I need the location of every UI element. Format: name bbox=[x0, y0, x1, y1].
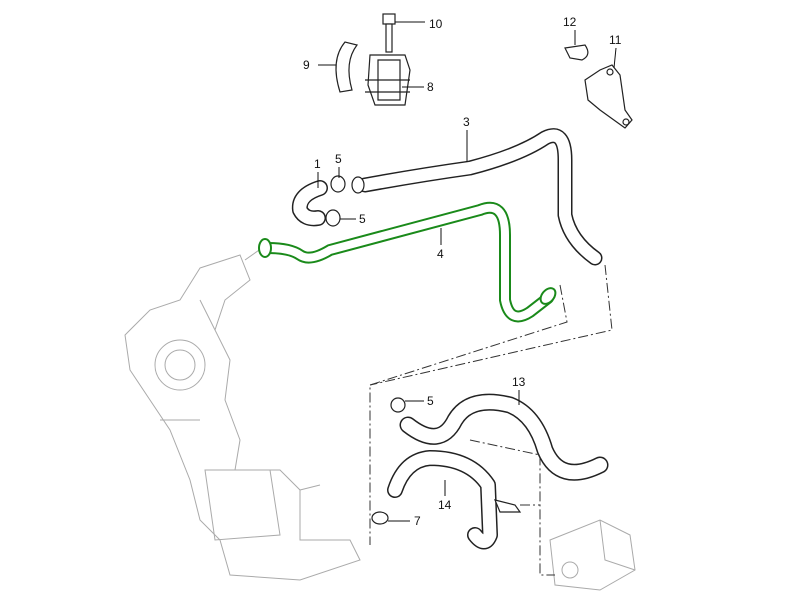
clamp-5-upper bbox=[330, 175, 365, 194]
clamp-5-lower bbox=[325, 209, 341, 227]
hose-1 bbox=[291, 180, 328, 227]
callout-13: 13 bbox=[512, 375, 526, 389]
callout-4: 4 bbox=[437, 247, 444, 261]
callout-7: 7 bbox=[414, 514, 421, 528]
engine-block bbox=[124, 247, 361, 581]
hose-14 bbox=[387, 450, 522, 550]
assembly-lines bbox=[369, 264, 613, 576]
callout-9: 9 bbox=[303, 58, 310, 72]
clip-12 bbox=[564, 44, 589, 61]
leader-lines bbox=[317, 21, 617, 522]
callout-14: 14 bbox=[438, 498, 452, 512]
bracket-11 bbox=[584, 64, 633, 129]
callout-5-upper: 5 bbox=[335, 152, 342, 166]
bolt-10 bbox=[382, 13, 396, 53]
callout-11: 11 bbox=[609, 33, 622, 47]
hose-bracket-8 bbox=[365, 54, 411, 106]
callout-1: 1 bbox=[314, 157, 321, 171]
hose-3 bbox=[357, 128, 603, 266]
clamp-half-9 bbox=[335, 41, 359, 93]
clamp-5-bottom bbox=[390, 397, 406, 413]
coolant-pump bbox=[549, 519, 636, 591]
callout-12: 12 bbox=[563, 15, 577, 29]
callout-3: 3 bbox=[463, 115, 470, 129]
callout-5-lower: 5 bbox=[359, 212, 366, 226]
callout-8: 8 bbox=[427, 80, 434, 94]
callout-5-bottom: 5 bbox=[427, 394, 434, 408]
callout-10: 10 bbox=[429, 17, 443, 31]
hose-4-highlighted bbox=[258, 201, 557, 323]
clamp-7 bbox=[371, 511, 389, 525]
hose-13 bbox=[399, 393, 609, 481]
